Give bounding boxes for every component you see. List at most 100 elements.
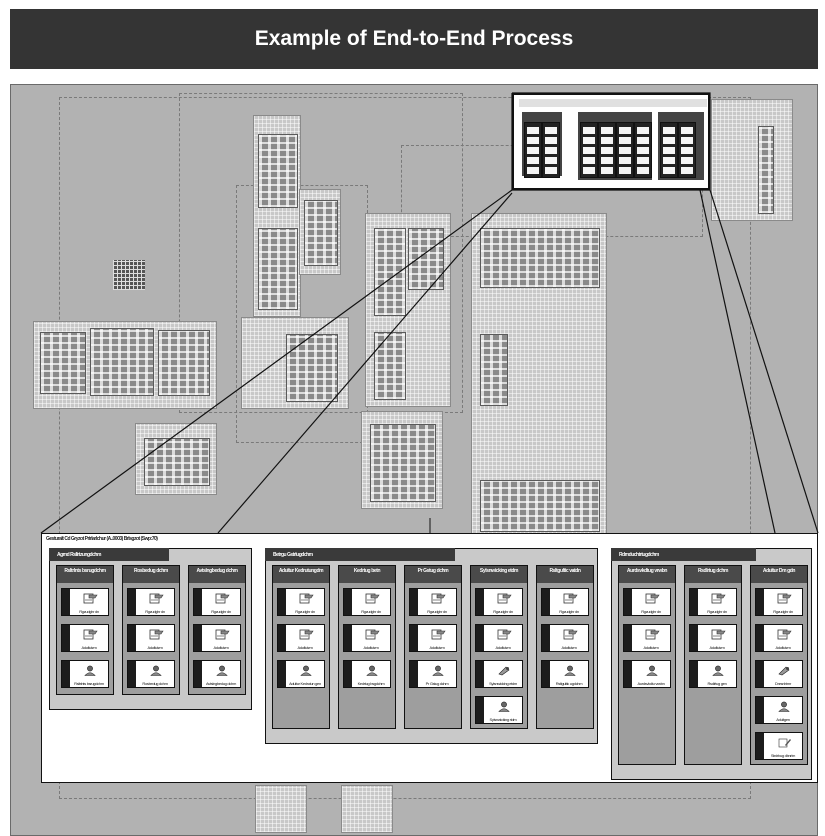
thumbnail-cell: [527, 137, 539, 144]
role-bar: [410, 661, 418, 687]
thumbnail-cell: [663, 147, 675, 154]
card-label: Aduflutzm: [775, 645, 791, 650]
process-block-center-lower: [361, 411, 443, 509]
doc-icon: [298, 627, 314, 640]
role-bar: [62, 589, 70, 615]
process-block-center-mid: [241, 317, 349, 409]
process-lane: [480, 334, 508, 406]
column-header: Aurdsvkdtug vrwbn: [619, 566, 675, 583]
process-block-bottom: [341, 785, 393, 833]
activity-card: Aduflutzm: [343, 624, 391, 652]
thumbnail-cell: [681, 127, 693, 134]
role-bar: [344, 625, 352, 651]
card-label: Sylsnwicking etdm: [489, 681, 517, 686]
card-label: Aduflutzm: [561, 645, 577, 650]
process-lane: [370, 424, 436, 502]
thumbnail-cell: [527, 157, 539, 164]
card-label: Aurdsvkdtu vrwbn: [637, 681, 665, 686]
activity-card: Aduflutzm: [127, 624, 175, 652]
column-header: Rsltgultic vatdn: [537, 566, 593, 583]
card-label: Kedrtug bsgdchm: [357, 681, 385, 686]
role-bar: [194, 589, 202, 615]
activity-card: Rgzudghr dn: [277, 588, 325, 616]
thumbnail-cell: [601, 147, 613, 154]
tool-icon: [776, 663, 792, 676]
role-bar: [542, 625, 550, 651]
process-lane: [40, 332, 86, 394]
process-block-left: [33, 321, 217, 409]
role-bar: [476, 625, 484, 651]
activity-card: Dnrsnhtmr: [755, 660, 803, 688]
doc-icon: [562, 591, 578, 604]
thumbnail-column: [634, 122, 652, 178]
column-header: Adultur Dm gdn: [751, 566, 807, 583]
activity-card: Adultgen: [755, 696, 803, 724]
thumbnail-cell: [681, 157, 693, 164]
group-header: Agrnd Rsllrtzungdchm: [49, 548, 169, 561]
card-label: Rsltgultic ugdchm: [555, 681, 583, 686]
card-label: Rgzudghr dn: [707, 609, 727, 614]
activity-card: Avtslngbedug dchm: [193, 660, 241, 688]
activity-card: Kedrtug bsgdchm: [343, 660, 391, 688]
doc-icon: [430, 627, 446, 640]
person-icon: [148, 663, 164, 676]
person-icon: [496, 699, 512, 712]
zoom-title: Gesturalt Cd Gryzot Prirlarlchur (A..000…: [46, 536, 158, 542]
thumbnail-column: [616, 122, 634, 178]
process-lane: [374, 332, 406, 400]
role-bar: [62, 625, 70, 651]
doc-icon: [496, 591, 512, 604]
process-lane: [286, 334, 338, 402]
process-block-right: [471, 213, 607, 535]
activity-card: Rgzudghr dn: [475, 588, 523, 616]
role-bar: [278, 589, 286, 615]
activity-card: Aduflutzm: [475, 624, 523, 652]
activity-card: Aduflutzm: [623, 624, 671, 652]
role-bar: [194, 661, 202, 687]
doc-icon: [214, 591, 230, 604]
role-bar: [278, 661, 286, 687]
thumbnail-cell: [583, 167, 595, 174]
thumbnail-cell: [527, 147, 539, 154]
person-icon: [710, 663, 726, 676]
activity-card: Aduflutzm: [541, 624, 589, 652]
thumbnail-cell: [663, 167, 675, 174]
role-bar: [690, 625, 698, 651]
thumbnail-cell: [619, 137, 631, 144]
pen-icon: [776, 735, 792, 748]
doc-icon: [562, 627, 578, 640]
card-label: Sylsnwicking rtdm: [489, 717, 517, 722]
person-icon: [214, 663, 230, 676]
thumbnail-cell: [619, 167, 631, 174]
role-bar: [344, 589, 352, 615]
card-label: Aduflutzm: [643, 645, 659, 650]
person-icon: [430, 663, 446, 676]
thumbnail-cell: [545, 167, 557, 174]
doc-icon: [710, 627, 726, 640]
card-label: Rgzudghr dn: [427, 609, 447, 614]
role-bar: [624, 661, 632, 687]
activity-card: Rgzudghr dn: [689, 588, 737, 616]
thumbnail-cell: [527, 167, 539, 174]
thumbnail-cell: [583, 137, 595, 144]
column-header: Pr Gstug dchm: [405, 566, 461, 583]
role-bar: [128, 661, 136, 687]
doc-icon: [214, 627, 230, 640]
thumbnail-column: [580, 122, 598, 178]
role-bar: [624, 589, 632, 615]
role-bar: [756, 589, 764, 615]
card-label: Rgzudghr dn: [559, 609, 579, 614]
thumbnail-cell: [681, 137, 693, 144]
role-bar: [542, 589, 550, 615]
thumbnail-column: [542, 122, 560, 178]
column-header: Sylsnwicking etdm: [471, 566, 527, 583]
thumbnail-cell: [545, 137, 557, 144]
person-icon: [364, 663, 380, 676]
column-header: Rsdlrtug dchm: [685, 566, 741, 583]
